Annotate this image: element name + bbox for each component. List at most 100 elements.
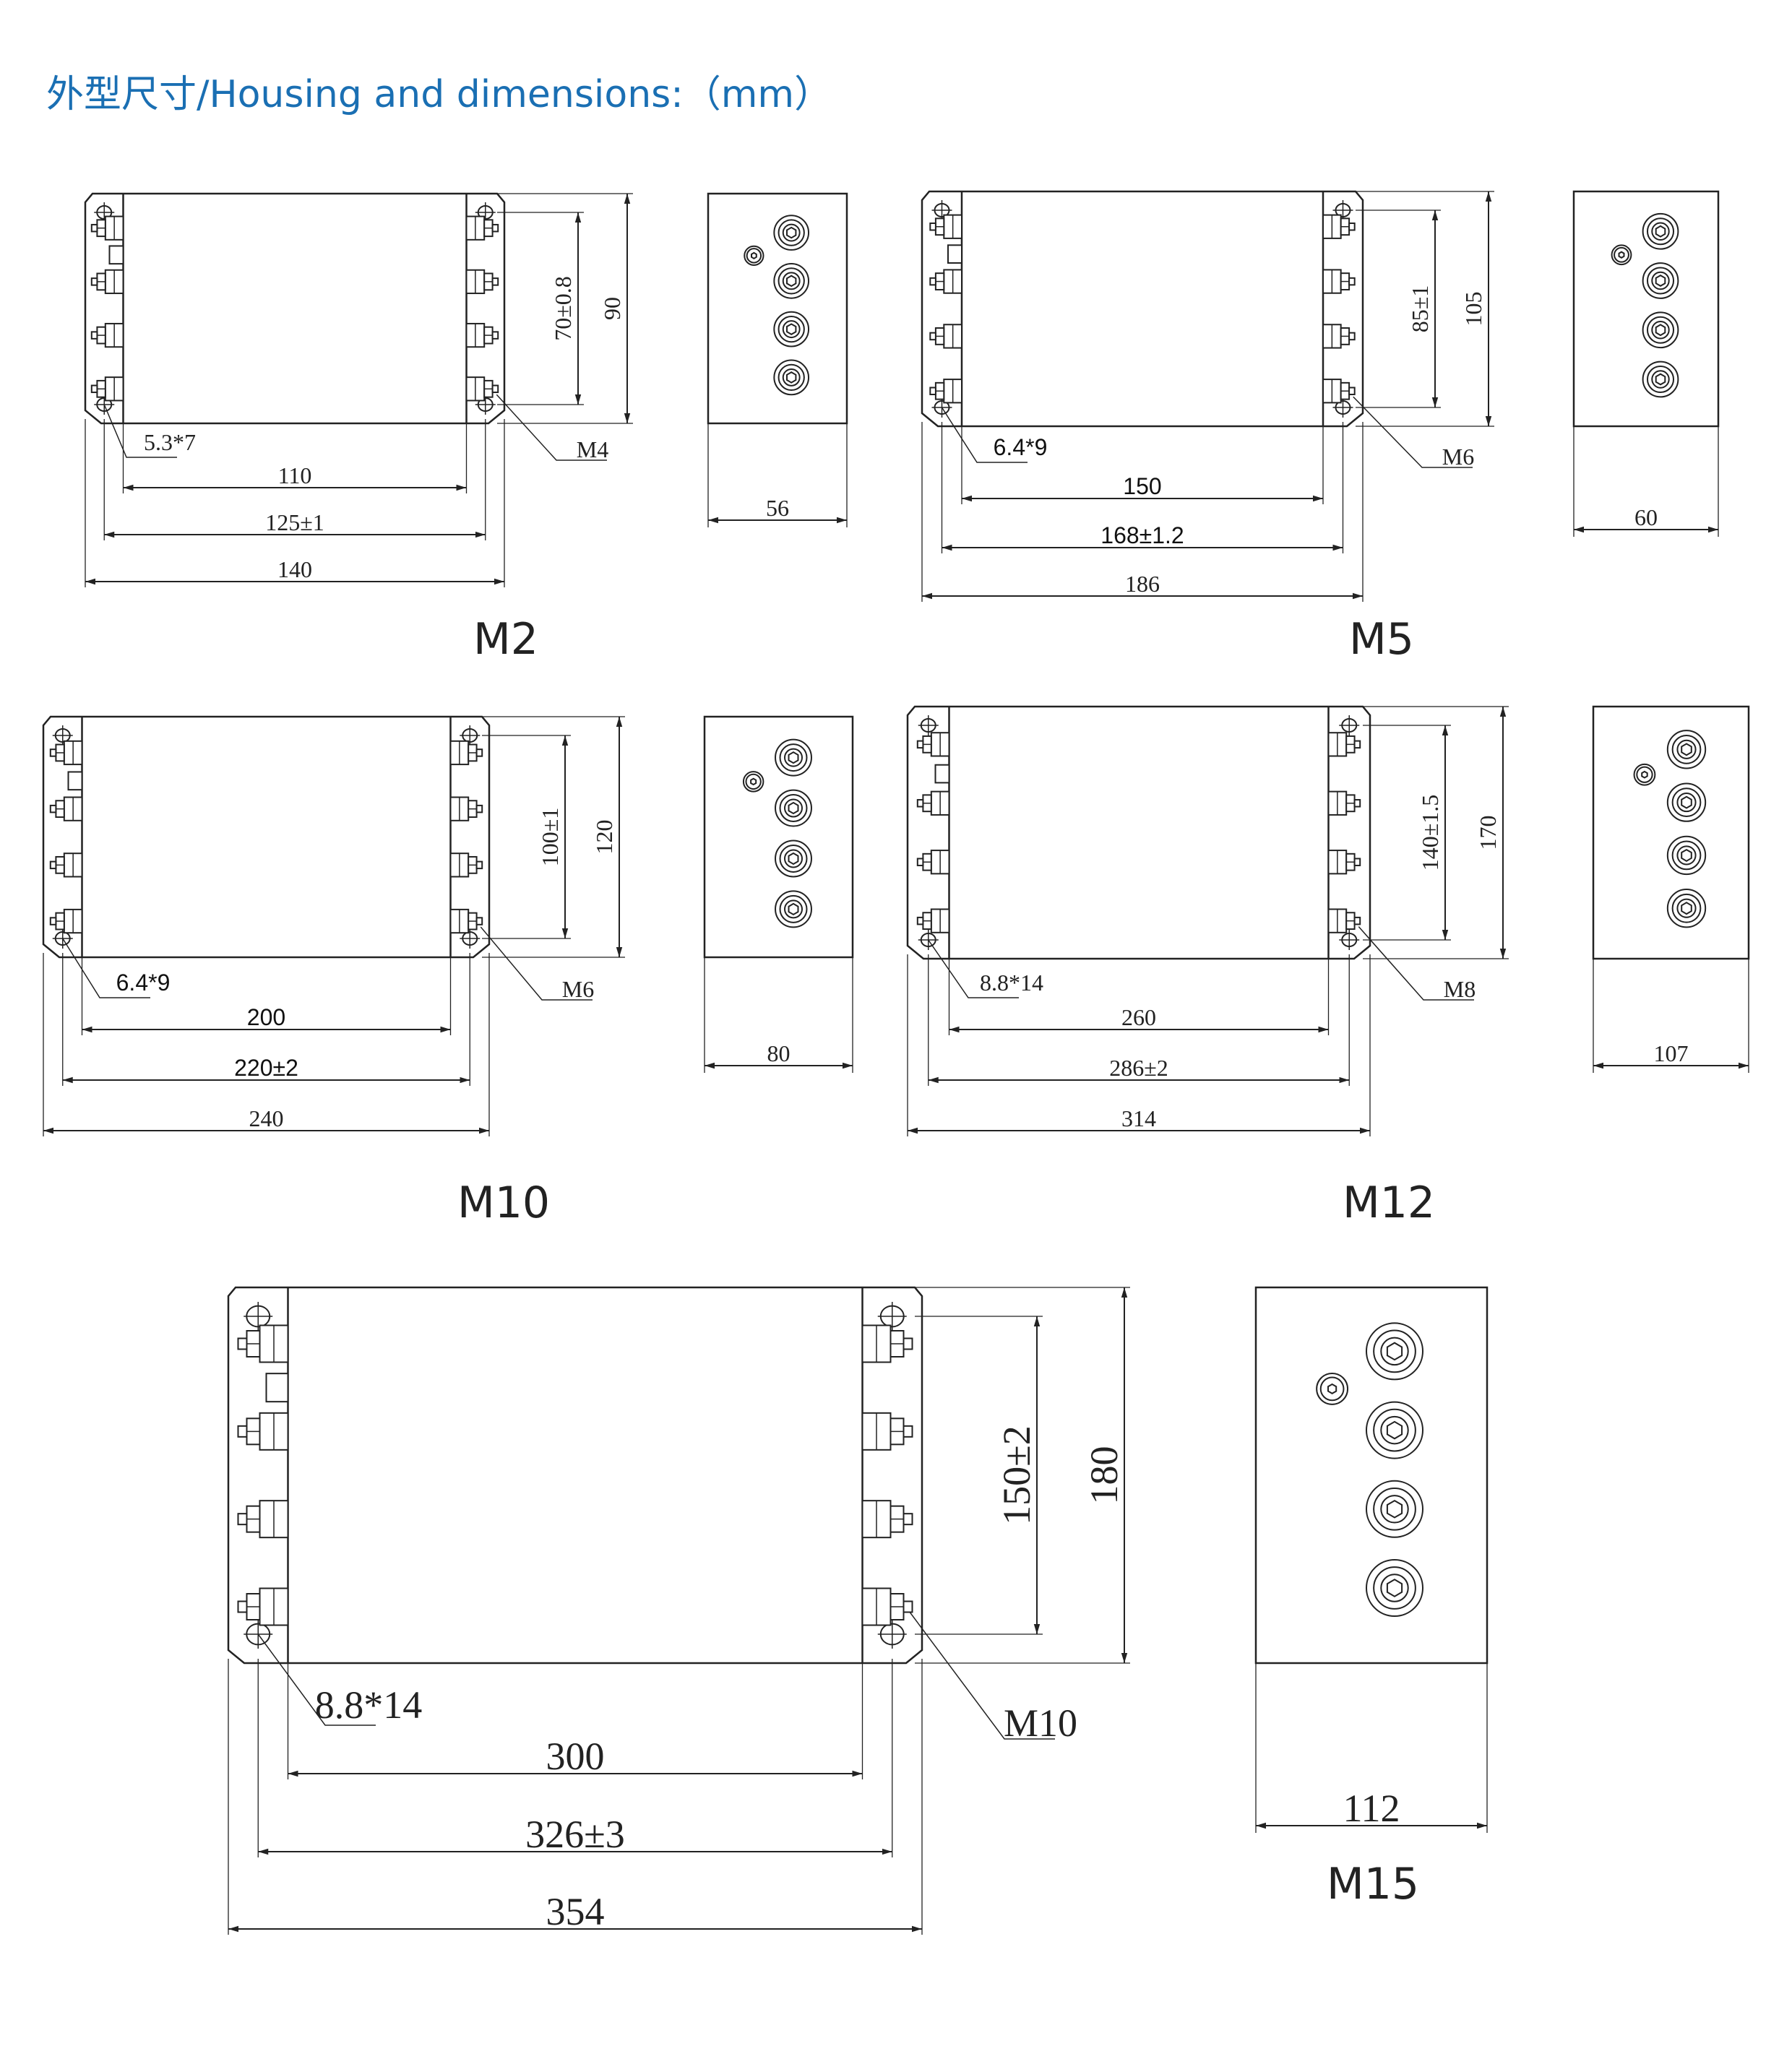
side-stud-4-M15-ring-0 [1366,1559,1423,1617]
terminal-left-1-M15 [237,1324,289,1363]
dim-mount-height-M12-label: 140±1.5 [1417,795,1443,871]
ground-terminal-M5 [947,244,962,264]
label-hole-size-M10: 6.4*9 [116,970,171,996]
terminal-right-3-M2-stud [491,331,499,340]
housing-outline-M10 [42,715,491,959]
leader-bolt-M2 [496,394,607,461]
dim-hole-pitch-M10-label: 220±2 [234,1055,298,1081]
dim-height-M12-label: 170 [1475,816,1501,850]
leader-hole-M10 [62,938,150,998]
side-stud-3-M12-ring-2 [1676,845,1697,866]
terminal-left-1-M2 [90,215,124,241]
side-ground-stud-M2-hex [751,251,757,259]
side-stud-4-M5 [1642,361,1679,398]
terminal-left-4-M10-stud [49,917,57,925]
terminal-left-1-M10-stud [49,748,57,757]
side-stud-4-M5-ring-1 [1646,365,1675,394]
model-label-M12: M12 [1343,1178,1435,1228]
side-stud-3-M10-hex [788,852,799,866]
side-stud-2-M2-ring-2 [782,272,801,290]
side-ground-stud-M15-hex [1327,1383,1337,1394]
side-view-M2 [707,192,848,425]
terminal-right-1-M12 [1327,732,1361,757]
side-stud-4-M15-ring-1 [1373,1566,1416,1610]
terminal-left-3-M5-stud [929,332,936,341]
terminal-right-3-M5-stud [1348,332,1356,341]
side-stud-4-M10 [775,890,812,928]
dim-inner-width-M12-label: 260 [1121,1004,1156,1030]
dim-mount-height-M10-label: 100±1 [537,808,563,867]
side-ground-stud-M10-ring-0 [742,771,764,793]
housing-outline-M12 [906,705,1371,960]
terminal-right-4-M5 [1322,379,1356,404]
side-stud-1-M15-ring-2 [1380,1337,1409,1366]
terminal-left-4-M2-stud [90,384,98,394]
terminal-right-2-M10-stud [475,804,483,813]
terminal-right-2-M15 [861,1412,913,1451]
side-ground-stud-M2-ring-0 [744,245,764,266]
side-stud-4-M12-ring-1 [1671,893,1702,923]
side-stud-3-M12-ring-0 [1666,835,1707,876]
side-stud-3-M15-ring-1 [1373,1487,1416,1531]
terminal-left-3-M12-stud [916,858,924,866]
side-stud-1-M2-hex [786,226,797,239]
side-stud-2-M15-ring-2 [1380,1415,1409,1445]
leader-bolt-M12 [1358,926,1474,1001]
side-stud-2-M12 [1666,782,1707,822]
side-stud-1-M15-ring-0 [1366,1322,1423,1381]
terminal-left-4-M12 [916,908,950,933]
side-stud-4-M12 [1666,889,1707,928]
terminal-left-4-M12-stud [916,916,924,925]
terminal-left-4-M10 [49,908,83,934]
terminal-right-1-M10 [449,740,483,766]
terminal-left-1-M12 [916,732,950,757]
side-stud-1-M12 [1666,730,1707,769]
leader-bolt-M10 [480,926,593,1001]
terminal-left-3-M12 [916,850,950,875]
terminal-right-4-M10-stud [475,917,483,925]
side-stud-3-M5-ring-1 [1646,316,1675,344]
terminal-right-3-M5 [1322,324,1356,349]
side-stud-1-M15-ring-1 [1373,1329,1416,1373]
dim-overall-length-M12-label: 314 [1121,1105,1156,1131]
side-ground-stud-M12-ring-0 [1633,763,1656,786]
leader-hole-M2 [103,404,177,458]
side-stud-1-M12-hex [1681,743,1692,756]
side-stud-4-M10-ring-0 [775,890,812,928]
terminal-right-3-M10-stud [475,860,483,870]
label-bolt-M10: M6 [562,976,594,1002]
side-stud-1-M12-ring-1 [1671,734,1702,764]
terminal-left-4-M15-stud [237,1600,248,1613]
side-stud-2-M12-ring-0 [1666,782,1707,822]
side-stud-1-M5-ring-1 [1646,217,1675,246]
terminal-right-1-M15 [861,1324,913,1363]
side-ground-stud-M5-ring-1 [1614,246,1629,263]
side-stud-3-M2 [773,311,810,348]
leader-hole-M12 [928,939,1019,998]
side-stud-4-M15-ring-2 [1380,1574,1409,1602]
dim-mount-height-M2-label: 70±0.8 [550,276,576,341]
side-ground-stud-M15-ring-0 [1316,1372,1349,1405]
side-stud-2-M15-ring-1 [1373,1408,1416,1452]
leader-hole-M15 [257,1633,376,1726]
side-stud-1-M10-ring-0 [775,738,812,777]
side-stud-4-M12-ring-2 [1676,898,1697,918]
dim-depth-M15-label: 112 [1343,1787,1400,1830]
side-ground-stud-M15 [1316,1372,1349,1405]
side-stud-2-M12-ring-1 [1671,787,1702,817]
side-stud-2-M2-ring-1 [777,267,805,295]
side-stud-4-M2-ring-1 [777,363,805,392]
side-stud-3-M15-ring-0 [1366,1480,1423,1538]
terminal-right-1-M12-stud [1353,740,1361,749]
side-stud-3-M12-ring-1 [1671,840,1702,871]
terminal-right-3-M12-stud [1353,858,1361,866]
side-stud-2-M5-hex [1655,275,1666,287]
dim-height-M15-label: 180 [1082,1446,1126,1505]
side-stud-4-M15 [1366,1559,1423,1617]
side-stud-3-M10-ring-0 [775,839,812,878]
side-stud-1-M15 [1366,1322,1423,1381]
dim-hole-pitch-M2-label: 125±1 [265,509,324,535]
side-ground-stud-M5-hex [1618,251,1625,259]
